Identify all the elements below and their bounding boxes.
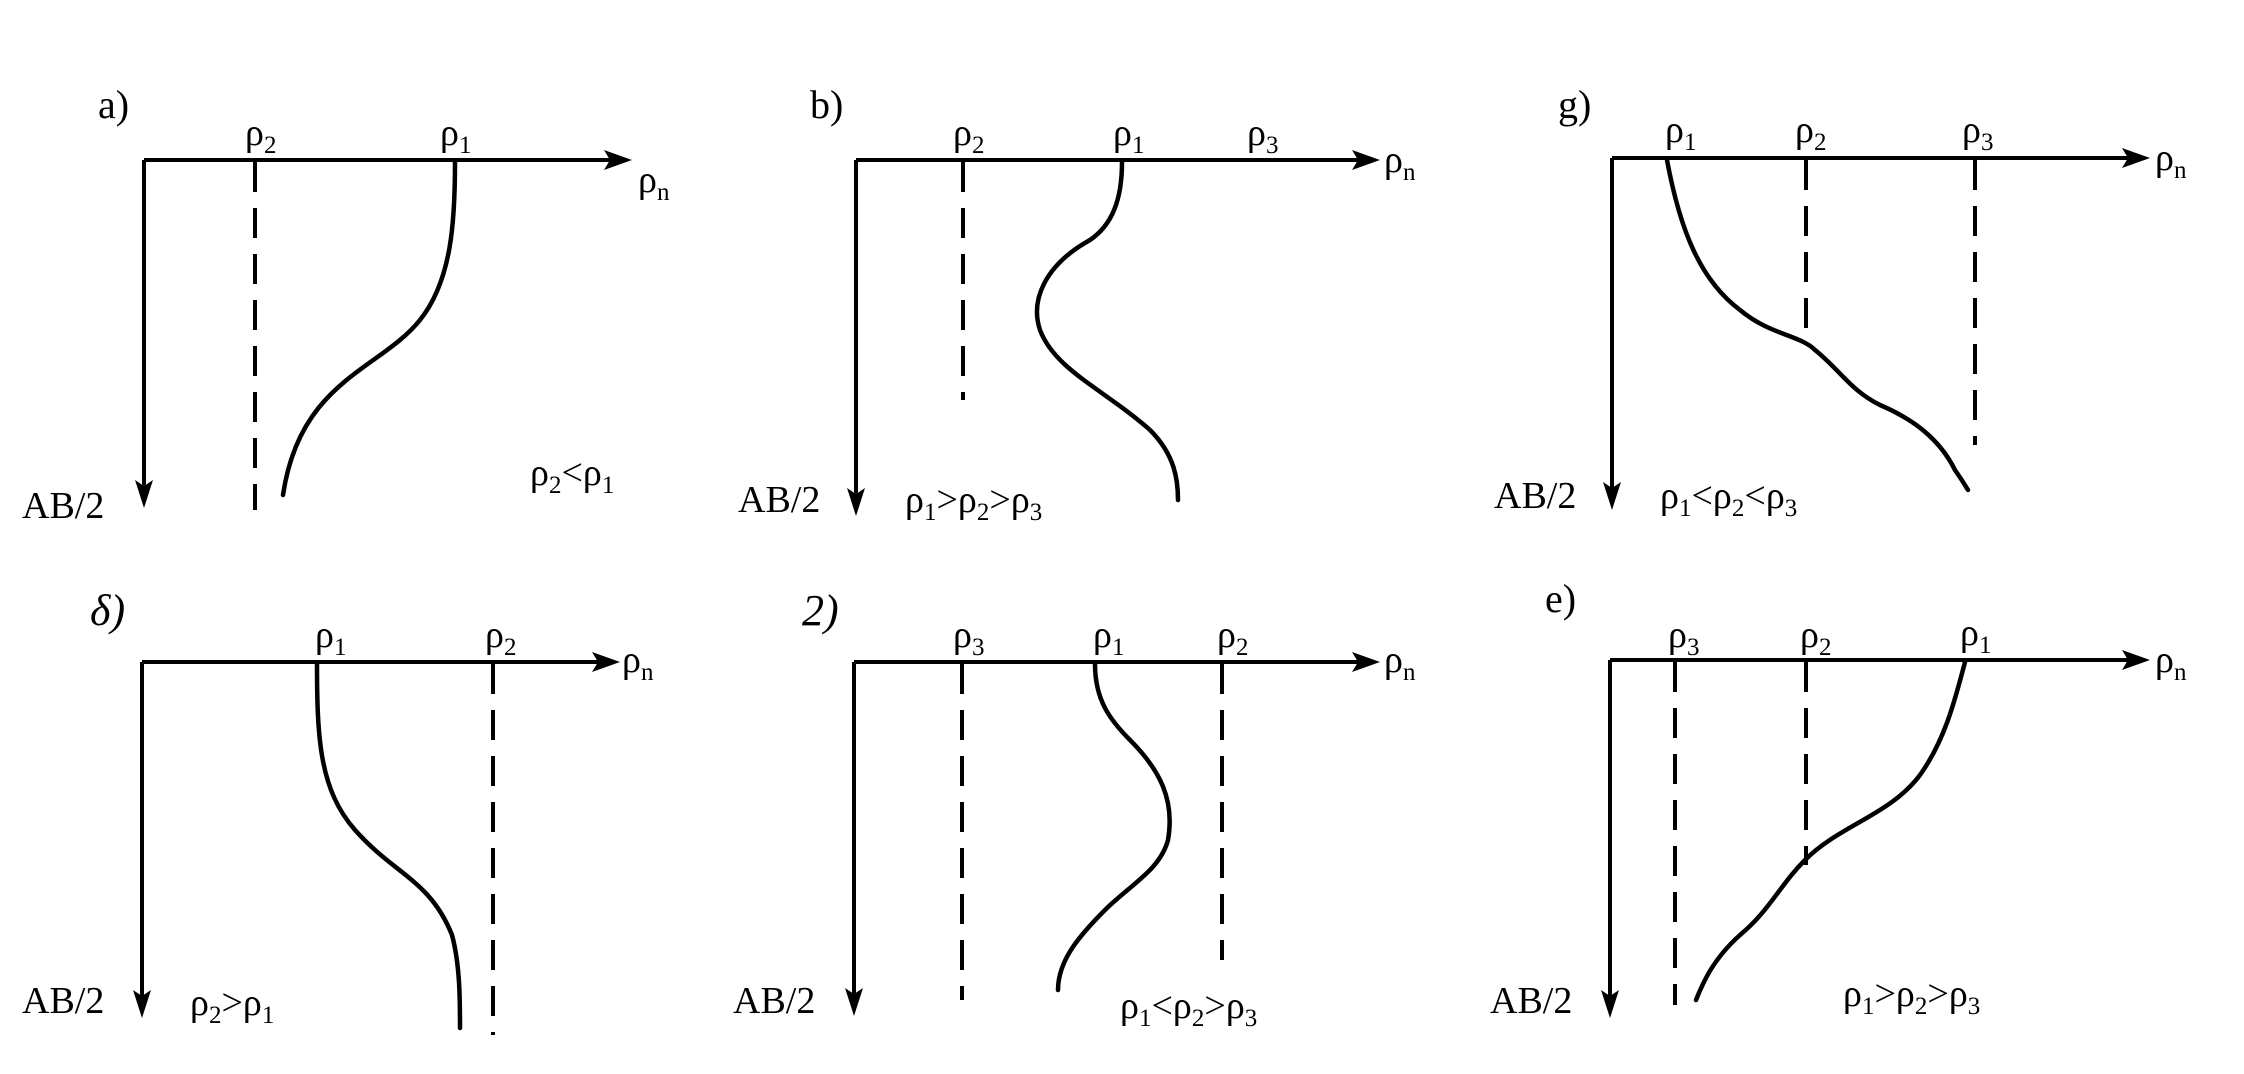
panel-delta-sounding-curve — [314, 661, 463, 1031]
panel-a-tick-label-rho2: ρ2 — [245, 112, 276, 159]
panel-a-relation: ρ2<ρ1 — [530, 452, 614, 499]
panel-g-axis-label-ab2: AB/2 — [1494, 475, 1576, 517]
panel-2-axis-arrow-down — [845, 988, 863, 1016]
panel-b-axis-arrow-down — [847, 488, 865, 516]
panel-delta-relation: ρ2>ρ1 — [190, 982, 274, 1029]
panel-g-tick-label-rho2: ρ2 — [1795, 109, 1826, 156]
panel-e-tick-label-rho1: ρ1 — [1960, 612, 1991, 659]
panel-2-tick-label-rho2: ρ2 — [1217, 614, 1248, 661]
panel-e-relation: ρ1>ρ2>ρ3 — [1843, 973, 1980, 1020]
panel-b-axis-label-rho-n: ρn — [1384, 139, 1416, 186]
panel-e-sounding-curve — [1693, 659, 1968, 1003]
panel-e-axis-arrow-right — [2122, 650, 2150, 670]
panel-a-axis-arrow-right — [604, 150, 632, 170]
panel-a-letter: a) — [98, 82, 129, 127]
panel-delta-axis-arrow-down — [133, 990, 151, 1018]
panel-delta-axis-label-rho-n: ρn — [622, 639, 654, 686]
panel-b-tick-label-rho1: ρ1 — [1113, 112, 1144, 159]
panel-b-sounding-curve — [1034, 159, 1181, 503]
panel-b-tick-label-rho3: ρ3 — [1247, 112, 1278, 159]
panel-b-letter: b) — [810, 82, 843, 127]
panel-e-axis-arrow-down — [1601, 990, 1619, 1018]
panel-2-axis-arrow-right — [1352, 652, 1380, 672]
panel-delta-tick-label-rho1: ρ1 — [315, 614, 346, 661]
panel-delta-tick-label-rho2: ρ2 — [485, 614, 516, 661]
panel-g-tick-label-rho3: ρ3 — [1962, 109, 1993, 156]
panel-delta-axis-label-ab2: AB/2 — [22, 980, 104, 1022]
panel-2-axis-label-rho-n: ρn — [1384, 639, 1416, 686]
panel-delta: δ) ρn AB/2 ρ1 ρ2 ρ2>ρ1 — [22, 586, 654, 1035]
panel-delta-letter: δ) — [90, 586, 125, 635]
panel-e-letter: e) — [1545, 576, 1576, 621]
panel-a-sounding-curve — [280, 159, 458, 498]
panel-g-axis-arrow-right — [2122, 148, 2150, 168]
panel-delta-axis-arrow-right — [592, 652, 620, 672]
panel-g-letter: g) — [1558, 82, 1591, 127]
panel-a-tick-label-rho1: ρ1 — [440, 112, 471, 159]
panel-2-tick-label-rho1: ρ1 — [1093, 614, 1124, 661]
panel-2-relation: ρ1<ρ2>ρ3 — [1120, 985, 1257, 1032]
panel-g: g) ρn AB/2 ρ1 ρ2 ρ3 ρ1<ρ2<ρ3 — [1494, 82, 2187, 522]
panel-b-axis-arrow-right — [1352, 150, 1380, 170]
panel-b-tick-label-rho2: ρ2 — [953, 112, 984, 159]
panel-2-sounding-curve — [1055, 661, 1172, 993]
panel-e-axis-label-rho-n: ρn — [2155, 639, 2187, 686]
panel-a: a) ρn AB/2 ρ2 ρ1 ρ2<ρ1 — [22, 82, 670, 527]
panel-a-axis-arrow-down — [135, 480, 153, 508]
panel-e-tick-label-rho3: ρ3 — [1668, 614, 1699, 661]
panel-g-tick-label-rho1: ρ1 — [1665, 109, 1696, 156]
panel-g-axis-label-rho-n: ρn — [2155, 137, 2187, 184]
panel-e-axis-label-ab2: AB/2 — [1490, 980, 1572, 1022]
panel-e: e) ρn AB/2 ρ3 ρ2 ρ1 ρ1>ρ2>ρ3 — [1490, 576, 2187, 1022]
panel-g-relation: ρ1<ρ2<ρ3 — [1660, 475, 1797, 522]
panel-a-axis-label-rho-n: ρn — [638, 159, 670, 206]
panel-b: b) ρn AB/2 ρ2 ρ1 ρ3 ρ1>ρ2>ρ3 — [738, 82, 1416, 526]
panel-b-relation: ρ1>ρ2>ρ3 — [905, 479, 1042, 526]
panel-g-axis-arrow-down — [1603, 482, 1621, 510]
panel-b-axis-label-ab2: AB/2 — [738, 479, 820, 521]
panel-2-axis-label-ab2: AB/2 — [733, 980, 815, 1022]
panel-g-sounding-curve — [1664, 157, 1971, 493]
panel-a-axis-label-ab2: AB/2 — [22, 485, 104, 527]
panel-e-tick-label-rho2: ρ2 — [1800, 614, 1831, 661]
panel-2: 2) ρn AB/2 ρ3 ρ1 ρ2 ρ1<ρ2>ρ3 — [733, 586, 1416, 1032]
panel-2-tick-label-rho3: ρ3 — [953, 614, 984, 661]
panel-2-letter: 2) — [802, 586, 839, 635]
